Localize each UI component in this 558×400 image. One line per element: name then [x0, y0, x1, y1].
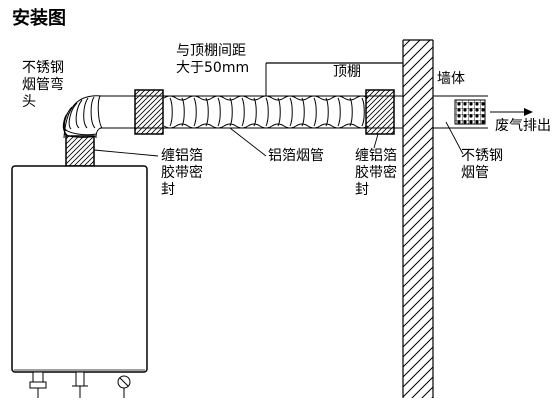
label-stainless-elbow: 不锈钢 烟管弯 头	[22, 60, 64, 111]
label-stainless-pipe-line2: 烟管	[461, 165, 489, 181]
label-foil-pipe: 铝箔烟管	[268, 148, 324, 164]
tape-collar-right	[365, 89, 395, 135]
label-ceiling-gap-line1: 与顶棚间距	[176, 43, 246, 59]
label-stainless-elbow-line3: 头	[22, 94, 36, 110]
label-foil-tape-left-line3: 封	[161, 182, 175, 198]
boiler-neck-collar	[65, 135, 95, 167]
label-exhaust: 废气排出	[495, 118, 551, 134]
stainless-pipe	[433, 95, 488, 129]
heater-fitting-middle	[72, 371, 88, 398]
diagram-title: 安装图	[12, 8, 66, 29]
heater-fitting-right	[117, 375, 131, 398]
leader-lines	[93, 121, 464, 157]
tape-collar-left	[134, 89, 164, 135]
label-wall: 墙体	[437, 71, 465, 87]
label-foil-tape-right-line1: 缠铝箔	[355, 148, 397, 164]
label-stainless-pipe: 不锈钢 烟管	[461, 148, 503, 182]
label-stainless-elbow-line1: 不锈钢	[22, 60, 64, 76]
label-stainless-elbow-line2: 烟管弯	[22, 77, 64, 93]
label-ceiling-gap: 与顶棚间距 大于50mm	[176, 43, 249, 77]
ceiling	[265, 62, 403, 96]
foil-pipe	[163, 95, 369, 129]
wall	[402, 39, 434, 398]
label-ceiling: 顶棚	[333, 64, 361, 80]
heater-fitting-left	[29, 371, 47, 398]
label-foil-tape-left-line2: 胶带密	[161, 165, 203, 181]
label-foil-tape-left: 缠铝箔 胶带密 封	[161, 148, 203, 199]
label-foil-tape-left-line1: 缠铝箔	[161, 148, 203, 164]
label-ceiling-gap-line2: 大于50mm	[176, 60, 250, 76]
exhaust-arrow	[490, 108, 533, 116]
label-stainless-pipe-line1: 不锈钢	[461, 148, 503, 164]
label-foil-tape-right: 缠铝箔 胶带密 封	[355, 148, 397, 199]
label-foil-tape-right-line2: 胶带密	[355, 165, 397, 181]
water-heater	[11, 165, 148, 398]
stainless-elbow	[62, 95, 103, 139]
label-foil-tape-right-line3: 封	[355, 182, 369, 198]
